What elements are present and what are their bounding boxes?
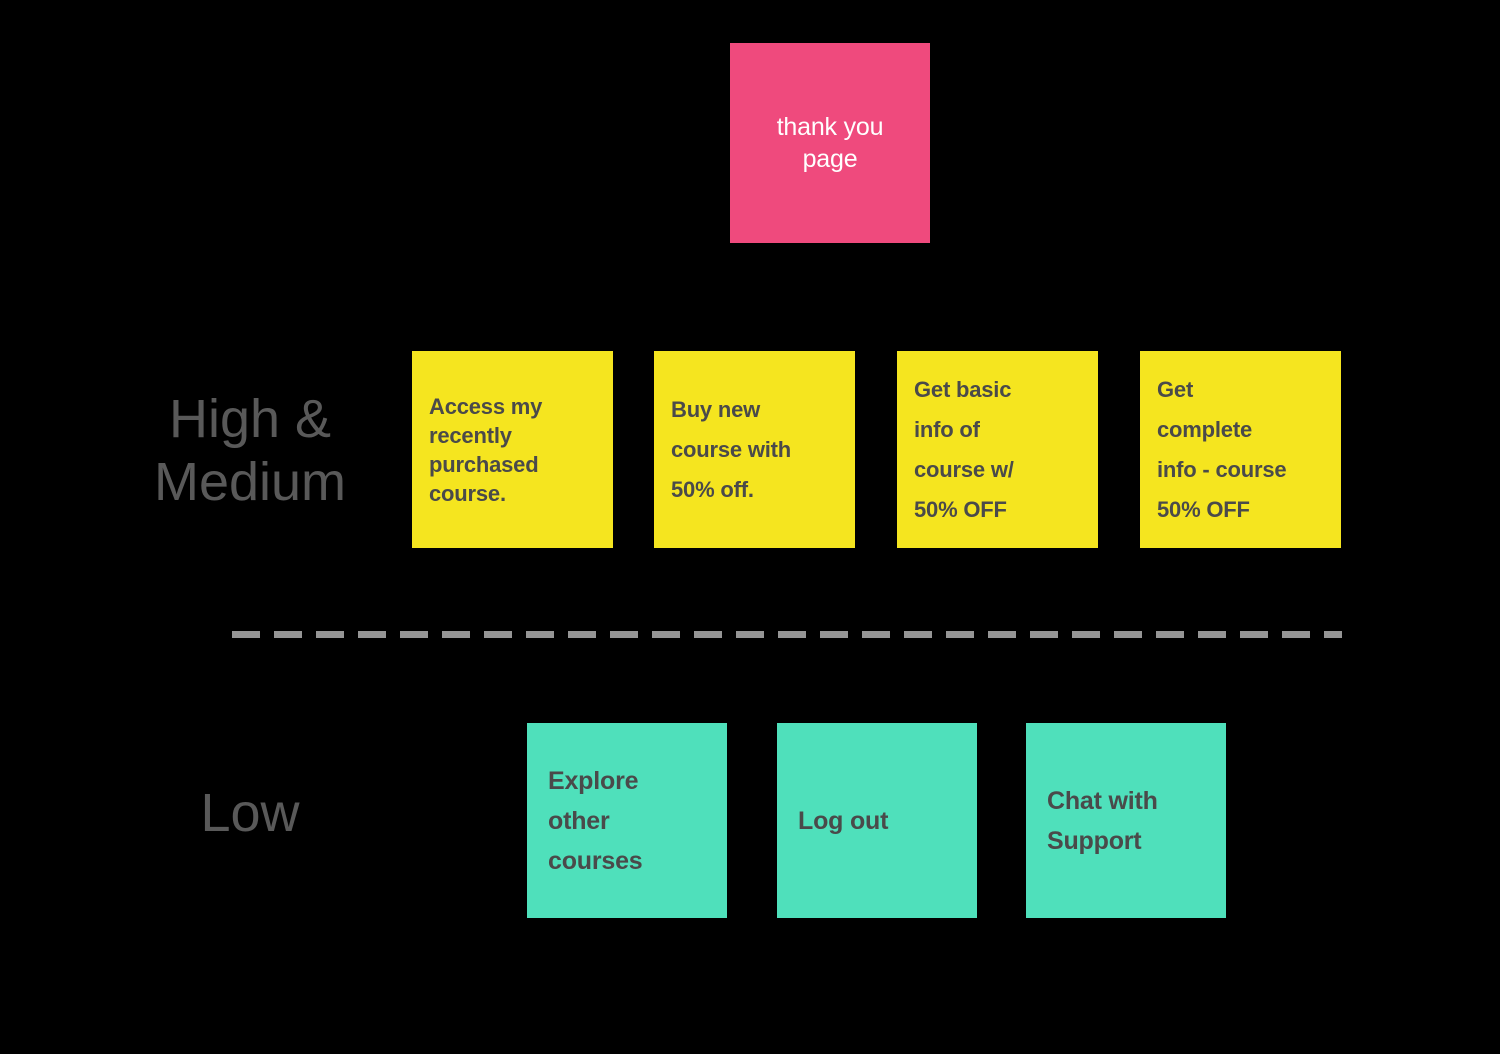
- priority-divider-dashed-line: [232, 631, 1342, 638]
- row-label-low: Low: [200, 783, 300, 843]
- sticky-note-label: Explore other courses: [548, 766, 643, 875]
- sticky-note-label: thank you page: [776, 113, 884, 173]
- sticky-note-buy-new-course-50-off[interactable]: Buy new course with 50% off.: [654, 351, 855, 548]
- sticky-note-label: Log out: [798, 806, 889, 835]
- sticky-note-label: Get complete info - course 50% OFF: [1157, 376, 1287, 522]
- sticky-note-log-out[interactable]: Log out: [777, 723, 977, 918]
- sticky-note-get-complete-info-course[interactable]: Get complete info - course 50% OFF: [1140, 351, 1341, 548]
- sticky-note-label: Chat with Support: [1047, 786, 1158, 855]
- sticky-note-explore-other-courses[interactable]: Explore other courses: [527, 723, 727, 918]
- row-label-high-medium: High & Medium: [153, 389, 347, 512]
- sticky-note-access-recently-purchased-course[interactable]: Access my recently purchased course.: [412, 351, 613, 548]
- sticky-note-label: Buy new course with 50% off.: [671, 396, 792, 502]
- sticky-note-chat-with-support[interactable]: Chat with Support: [1026, 723, 1226, 918]
- sticky-note-thank-you-page[interactable]: thank you page: [730, 43, 930, 243]
- sticky-note-label: Access my recently purchased course.: [429, 393, 543, 506]
- sticky-note-label: Get basic info of course w/ 50% OFF: [914, 376, 1014, 522]
- sticky-note-get-basic-info-of-course[interactable]: Get basic info of course w/ 50% OFF: [897, 351, 1098, 548]
